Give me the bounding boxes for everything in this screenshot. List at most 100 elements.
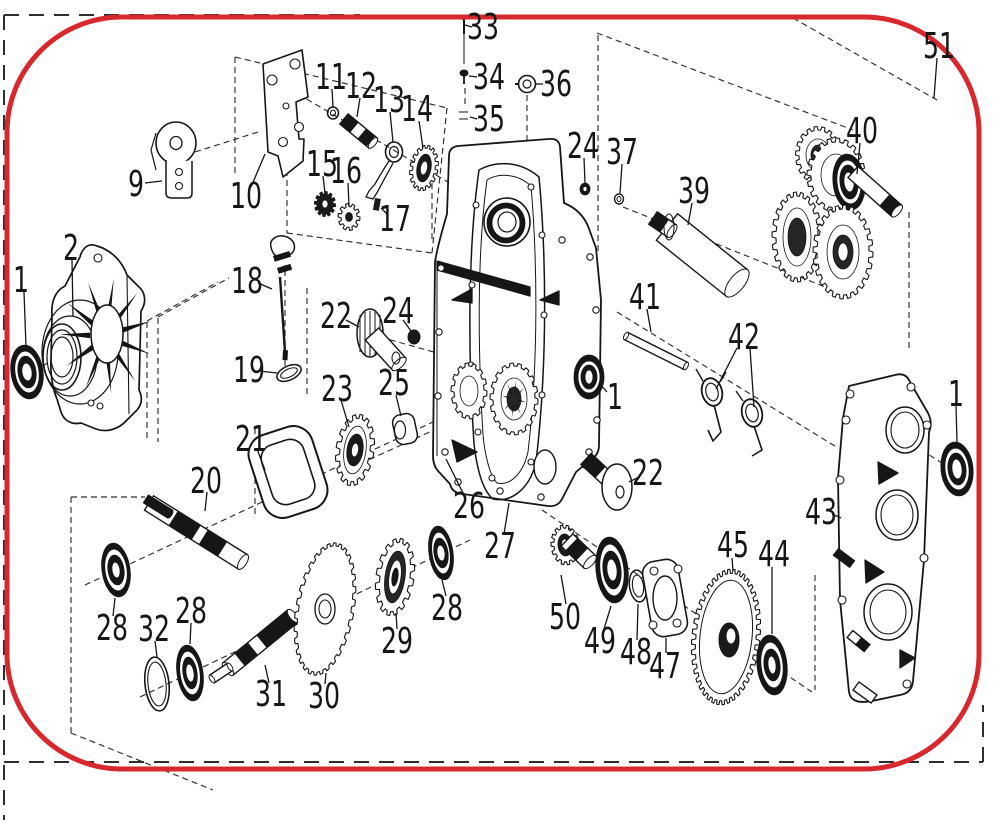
leader-line	[856, 142, 861, 175]
construction-dashed-line	[861, 411, 946, 466]
part-cyl	[208, 662, 234, 684]
part-number-18: 18	[231, 261, 263, 303]
part-label-45: 45	[717, 525, 749, 572]
part-number-9: 9	[128, 164, 144, 206]
part-number-1: 1	[607, 377, 623, 419]
part-number-31: 31	[255, 674, 287, 716]
leader-line	[340, 399, 350, 428]
part-number-12: 12	[345, 66, 377, 108]
part-ellipse	[388, 145, 400, 159]
part-label-42: 42	[715, 317, 760, 408]
part-cyl	[847, 165, 904, 218]
part-path	[165, 160, 193, 199]
leader-line	[324, 672, 327, 685]
part-number-48: 48	[620, 632, 652, 674]
part-label-28: 28	[175, 591, 207, 645]
part-label-22: 22	[628, 453, 664, 494]
part-number-21: 21	[235, 419, 267, 461]
part-label-24: 24	[567, 126, 599, 184]
part-path	[150, 132, 157, 171]
part-label-13: 13	[373, 80, 405, 143]
shift-fork-42b	[740, 398, 764, 428]
part-ellipse	[745, 403, 759, 423]
part-ellipse	[863, 583, 913, 641]
part-ellipse	[616, 196, 622, 202]
part-number-24: 24	[567, 126, 599, 168]
part-ellipse	[314, 593, 336, 625]
gear-30	[293, 542, 357, 676]
part-ellipse	[631, 574, 645, 598]
part-label-40: 40	[846, 111, 878, 175]
leader-line	[402, 319, 412, 332]
part-ellipse	[147, 661, 167, 707]
part-cyl	[142, 494, 174, 519]
part-number-20: 20	[190, 461, 222, 503]
part-ellipse	[169, 135, 183, 151]
part-number-44: 44	[758, 534, 790, 576]
part-number-10: 10	[230, 176, 262, 218]
part-number-32: 32	[138, 609, 170, 651]
leader-line	[264, 664, 270, 684]
part-gear	[771, 191, 823, 283]
construction-dashed-line	[70, 732, 214, 791]
leader-line	[646, 308, 652, 333]
part-label-10: 10	[230, 153, 266, 218]
part-label-24: 24	[382, 291, 414, 333]
part-label-43: 43	[805, 492, 842, 533]
leader-line	[250, 153, 266, 188]
leader-line	[331, 88, 334, 108]
part-path	[365, 160, 394, 200]
part-number-23: 23	[321, 369, 353, 411]
part-holes	[87, 399, 104, 410]
part-path	[735, 390, 744, 402]
leader-line	[687, 202, 693, 226]
leader-line	[112, 597, 116, 617]
part-label-30: 30	[308, 672, 340, 717]
leader-line	[257, 282, 273, 290]
bearing-28b	[176, 644, 204, 702]
part-label-39: 39	[678, 171, 710, 226]
part-rect	[272, 251, 292, 262]
part-label-51: 51	[923, 26, 955, 99]
part-ellipse	[725, 627, 737, 645]
part-label-9: 9	[128, 164, 163, 206]
internal-gear-left	[450, 362, 488, 420]
construction-dashed-line	[431, 107, 448, 254]
part-ellipse	[875, 489, 919, 541]
leader-line	[395, 612, 398, 630]
part-number-50: 50	[549, 597, 581, 639]
part-ellipse	[280, 367, 298, 379]
part-number-37: 37	[606, 132, 638, 174]
part-ellipse	[880, 494, 914, 536]
part-label-19: 19	[233, 350, 278, 391]
part-ellipse	[698, 579, 754, 695]
part-path	[707, 404, 722, 442]
part-cyl	[852, 680, 878, 705]
part-cyl	[560, 532, 597, 570]
part-ellipse	[393, 420, 407, 440]
part-number-13: 13	[373, 80, 405, 122]
part-label-47: 47	[649, 638, 681, 687]
part-holes	[434, 236, 602, 501]
part-number-26: 26	[453, 486, 485, 528]
part-cyl	[846, 629, 871, 653]
part-label-21: 21	[235, 419, 267, 471]
leader-line	[619, 163, 623, 194]
leader-line	[636, 603, 639, 641]
pin-33	[447, 16, 465, 34]
construction-dashed-line	[194, 131, 259, 153]
construction-dashed-line	[157, 277, 230, 318]
leader-line	[603, 605, 612, 630]
construction-dashed-line	[379, 336, 449, 357]
part-number-41: 41	[629, 277, 661, 319]
part-label-22: 22	[320, 296, 360, 337]
oring-11	[326, 106, 340, 120]
part-ellipse	[318, 599, 332, 619]
leader-line	[715, 347, 738, 390]
part-label-29: 29	[381, 612, 413, 662]
part-path	[899, 649, 916, 669]
part-path	[864, 559, 885, 584]
internal-gear-right	[489, 362, 539, 436]
